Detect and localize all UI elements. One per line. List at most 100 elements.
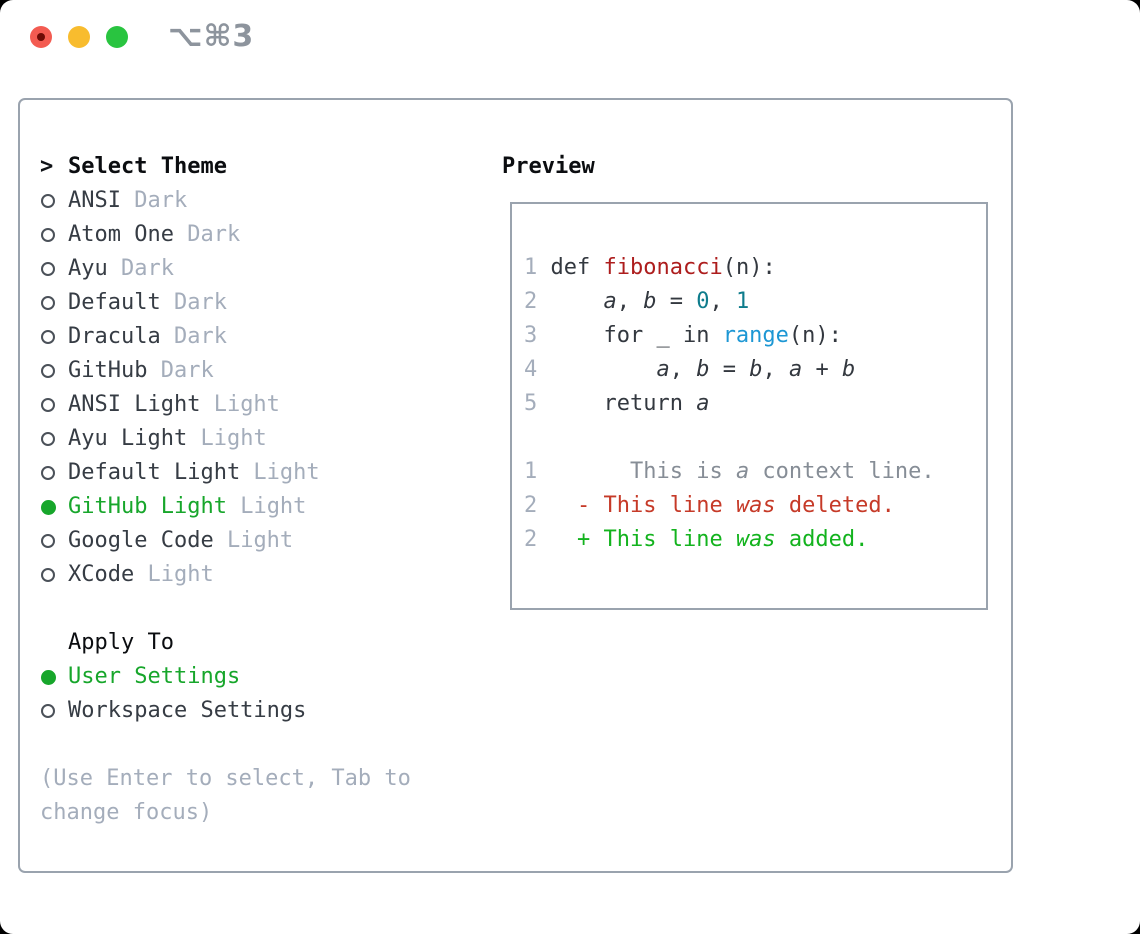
theme-option-dracula[interactable]: Dracula Dark [40,320,480,354]
apply-option-label: User Settings [68,664,241,689]
theme-variant-label: Dark [107,256,174,281]
minimize-button[interactable] [68,26,90,48]
code-segment-code: = [656,289,697,314]
radio-icon [40,704,68,718]
theme-option-default[interactable]: Default Dark [40,286,480,320]
code-line: 3 for _ in range(n): [524,319,986,353]
prompt-icon: > [40,154,54,179]
code-segment-var: a [656,357,670,382]
radio-dot-empty [41,364,55,378]
radio-dot-empty [41,330,55,344]
zoom-button[interactable] [106,26,128,48]
code-segment-var: b [749,357,763,382]
radio-icon [40,296,68,310]
theme-option-default-light[interactable]: Default Light Light [40,456,480,490]
code-segment-del: - This line [550,493,736,518]
theme-option-atom-one[interactable]: Atom One Dark [40,218,480,252]
theme-variant-label: Light [226,494,307,519]
radio-icon [40,364,68,378]
radio-icon [40,534,68,548]
code-segment-num: 1 [735,289,750,314]
radio-icon [40,228,68,242]
code-line [524,421,986,455]
radio-selected-icon [40,499,68,515]
code-line: 1 def fibonacci(n): [524,251,986,285]
radio-dot-empty [41,568,55,582]
radio-dot-empty [41,534,55,548]
code-segment-var: b [696,357,710,382]
code-segment-code: , [762,357,789,382]
code-segment-num: 0 [696,289,710,314]
code-segment-del: deleted. [775,493,895,518]
theme-variant-label: Light [200,392,280,417]
code-segment-ctx: This is [550,459,736,484]
radio-dot-empty [41,466,55,480]
code-line: 1 This is a context line. [524,455,986,489]
apply-option-user-settings[interactable]: User Settings [40,660,480,694]
apply-to-title: Apply To [68,630,174,655]
theme-option-label: Default Light [68,460,241,485]
apply-option-workspace-settings[interactable]: Workspace Settings [40,694,480,728]
code-segment-var: b [841,357,856,382]
theme-option-ayu-light[interactable]: Ayu Light Light [40,422,480,456]
section-gap [40,728,480,762]
theme-variant-label: Light [187,426,267,451]
theme-option-ayu[interactable]: Ayu Dark [40,252,480,286]
code-segment-var: a [788,357,803,382]
apply-to-header: Apply To [40,626,480,660]
theme-variant-label: Dark [173,222,241,247]
radio-dot-empty [41,194,55,208]
titlebar: ⌥⌘3 [0,0,1140,74]
line-number: 2 [524,527,551,552]
theme-option-ansi[interactable]: ANSI Dark [40,184,480,218]
theme-variant-label: Dark [160,324,227,349]
window-shortcut-label: ⌥⌘3 [168,19,255,54]
theme-variant-label: Light [213,528,294,553]
code-segment-var: a [603,289,617,314]
theme-option-google-code[interactable]: Google Code Light [40,524,480,558]
line-number: 4 [524,357,551,382]
code-segment-add-i: was [735,527,776,552]
code-segment-add: + This line [550,527,736,552]
code-segment-code: , [616,289,644,314]
radio-icon [40,398,68,412]
code-segment-code: for _ in [550,323,723,348]
keyboard-hint: (Use Enter to select, Tab to change focu… [40,766,411,825]
radio-dot-empty [41,432,55,446]
code-segment-code: (n): [788,323,842,348]
theme-variant-label: Dark [147,358,214,383]
code-segment-del-i: was [735,493,776,518]
theme-variant-label: Dark [160,290,227,315]
apply-option-label: Workspace Settings [68,698,307,723]
code-segment-code: (n): [722,255,776,280]
close-button[interactable] [30,26,52,48]
line-number: 5 [524,391,551,416]
radio-dot-empty [41,262,55,276]
theme-option-label: Ayu Light [68,426,188,451]
theme-option-github[interactable]: GitHub Dark [40,354,480,388]
code-segment-ctx: context line. [749,459,935,484]
radio-icon [40,568,68,582]
theme-variant-label: Light [134,562,214,587]
radio-dot-empty [41,704,55,718]
code-line: 2 - This line was deleted. [524,489,986,523]
theme-option-label: Google Code [68,528,214,553]
code-segment-code: , [709,289,736,314]
preview-title: Preview [502,154,595,179]
radio-icon [40,432,68,446]
theme-option-ansi-light[interactable]: ANSI Light Light [40,388,480,422]
radio-dot-filled [41,499,56,515]
radio-dot-empty [41,296,55,310]
code-line: 5 return a [524,387,986,421]
theme-option-github-light[interactable]: GitHub Light Light [40,490,480,524]
theme-option-label: Default [68,290,161,315]
line-number: 3 [524,323,551,348]
code-segment-code [551,289,604,314]
theme-option-xcode[interactable]: XCode Light [40,558,480,592]
theme-variant-label: Dark [120,188,188,213]
